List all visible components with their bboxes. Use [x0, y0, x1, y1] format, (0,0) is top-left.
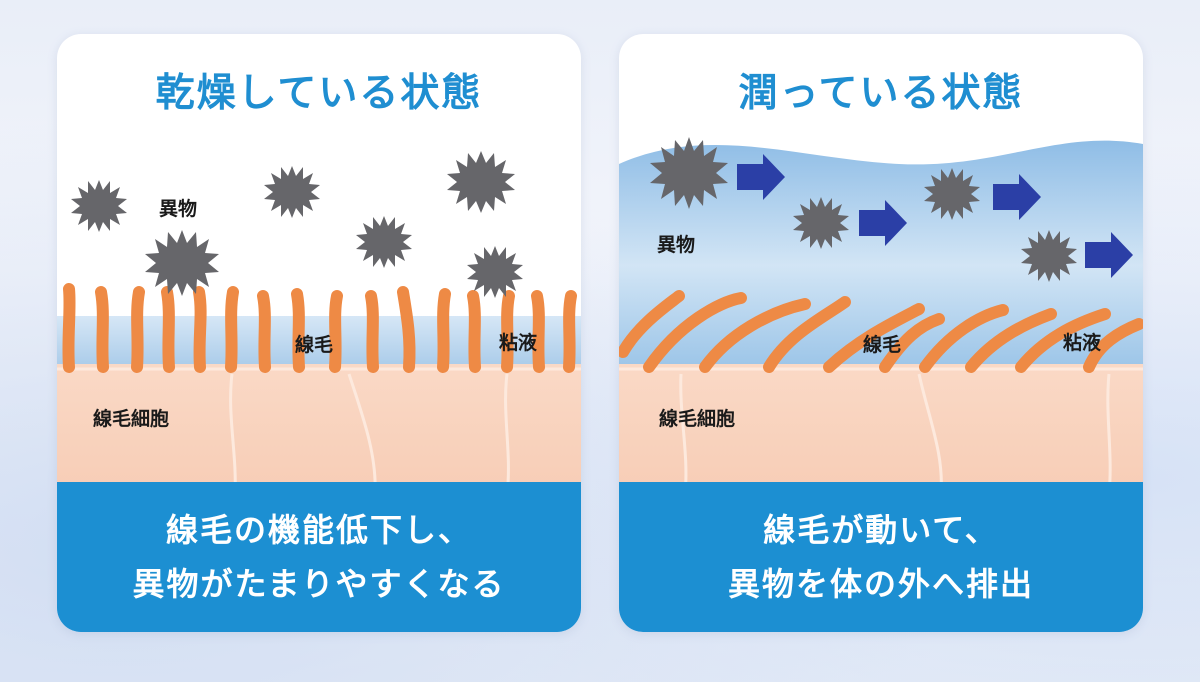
moist-state-panel: 潤っている状態 異物 線毛 粘液 線毛細胞 線毛が動いて、 異物を体の外へ排出 [619, 34, 1143, 632]
particle-icon [71, 180, 127, 232]
cell-layer [619, 364, 1143, 494]
cell-borders [57, 367, 581, 494]
cilia-label: 線毛 [295, 334, 334, 356]
cell-layer [57, 364, 581, 494]
particle-icon [264, 166, 320, 218]
foreign-matter-label: 異物 [657, 234, 696, 256]
ciliated-cells-label: 線毛細胞 [93, 408, 170, 430]
caption-line-2: 異物がたまりやすくなる [132, 565, 506, 603]
cilia-group [62, 283, 577, 373]
mucus-label: 粘液 [499, 332, 538, 354]
moist-scene [619, 137, 1143, 494]
particle-icon [145, 230, 219, 296]
moist-state-title: 潤っている状態 [738, 71, 1024, 116]
moist-state-caption: 線毛が動いて、 異物を体の外へ排出 [619, 482, 1143, 632]
arrow-right-icon [737, 154, 785, 200]
particle-icon [447, 151, 515, 213]
particle-icon [467, 246, 523, 298]
caption-line-1: 線毛が動いて、 [763, 511, 999, 549]
mucus-layer [57, 316, 581, 368]
ciliated-cells-label: 線毛細胞 [659, 408, 736, 430]
arrow-right-icon [993, 174, 1041, 220]
particle-icon [356, 216, 412, 268]
dry-state-title: 乾燥している状態 [155, 71, 483, 116]
cilia-label: 線毛 [863, 334, 902, 356]
dry-scene [57, 151, 581, 494]
arrow-right-icon [1085, 232, 1133, 278]
mucus-label: 粘液 [1063, 332, 1102, 354]
particle-icon [924, 168, 980, 220]
foreign-matter-label: 異物 [159, 198, 198, 220]
particle-icon [1021, 230, 1077, 282]
caption-line-1: 線毛の機能低下し、 [165, 511, 472, 549]
dry-state-caption: 線毛の機能低下し、 異物がたまりやすくなる [57, 482, 581, 632]
particle-icon [650, 137, 728, 209]
cilia-group [619, 290, 1143, 373]
caption-line-2: 異物を体の外へ排出 [727, 565, 1034, 603]
arrow-right-icon [859, 200, 907, 246]
particle-icon [793, 197, 849, 249]
dry-state-panel: 乾燥している状態 異物 線毛 粘液 線毛細胞 線毛の機能低下し、 異物がたまりや… [57, 34, 581, 632]
